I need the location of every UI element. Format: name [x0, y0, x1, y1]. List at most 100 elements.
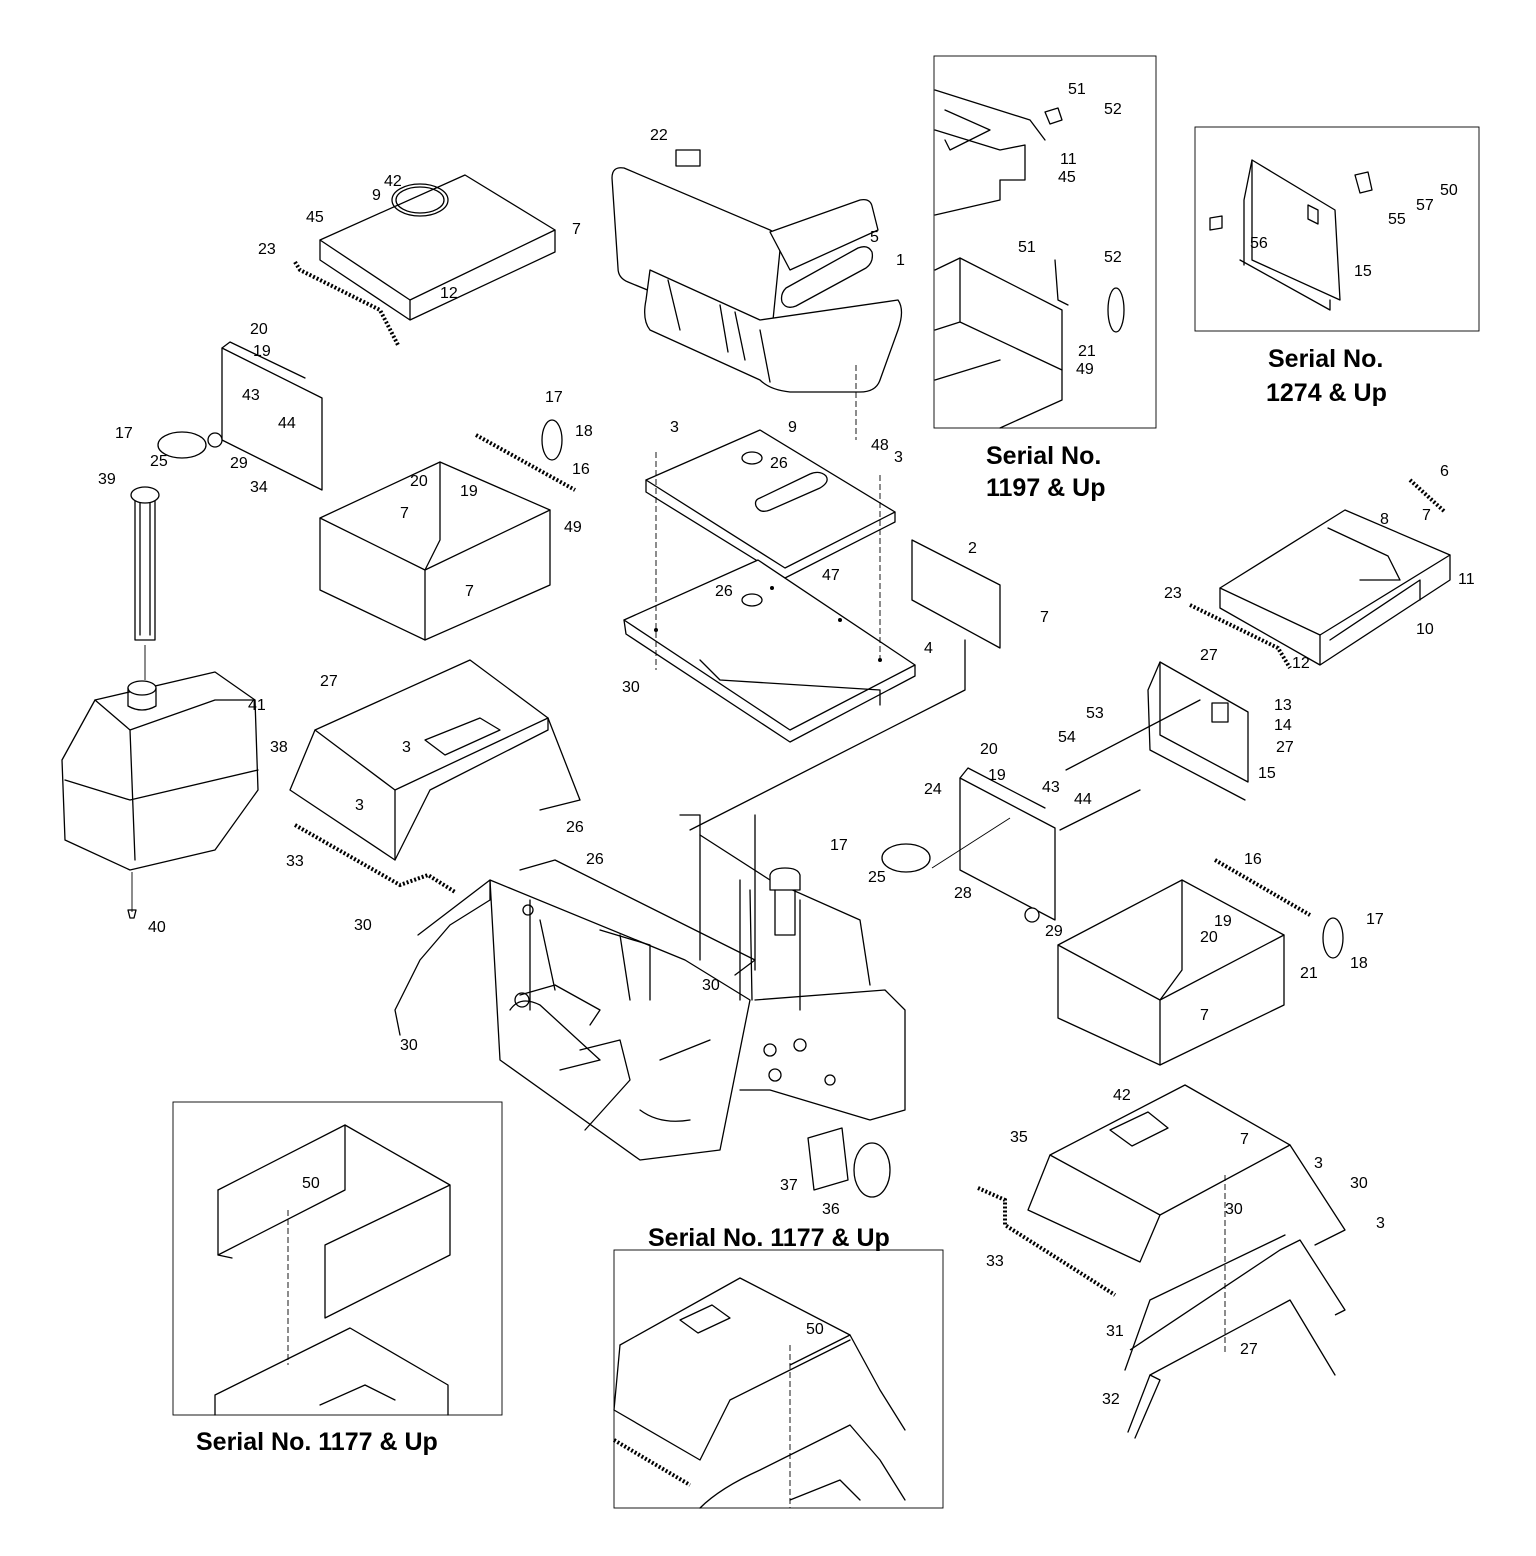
callout-26: 26 — [770, 455, 788, 472]
callout-8: 8 — [1380, 511, 1389, 528]
callout-50: 50 — [806, 1321, 824, 1338]
callout-30: 30 — [400, 1037, 418, 1054]
callout-3: 3 — [1314, 1155, 1323, 1172]
callout-45: 45 — [1058, 169, 1076, 186]
callout-19: 19 — [253, 343, 271, 360]
callout-27: 27 — [1276, 739, 1294, 756]
callout-5: 5 — [870, 229, 879, 246]
callout-11: 11 — [1060, 151, 1077, 168]
callout-42: 42 — [384, 173, 402, 190]
callout-7: 7 — [1240, 1131, 1249, 1148]
callout-15: 15 — [1258, 765, 1276, 782]
callout-55: 55 — [1388, 211, 1406, 228]
callout-7: 7 — [1422, 507, 1431, 524]
callout-31: 31 — [1106, 1323, 1124, 1340]
callout-11: 11 — [1458, 571, 1475, 588]
callout-17: 17 — [1366, 911, 1384, 928]
caption-1197-line1: Serial No. — [986, 442, 1101, 470]
callout-47: 47 — [822, 567, 840, 584]
callout-17: 17 — [545, 389, 563, 406]
callout-18: 18 — [575, 423, 593, 440]
right-side-panel — [881, 767, 1056, 923]
callout-41: 41 — [248, 697, 266, 714]
callout-9: 9 — [372, 187, 381, 204]
callout-52: 52 — [1104, 249, 1122, 266]
callout-34: 34 — [250, 479, 268, 496]
inset-1197-content — [934, 89, 1125, 429]
callout-30: 30 — [702, 977, 720, 994]
callout-7: 7 — [400, 505, 409, 522]
callout-23: 23 — [258, 241, 276, 258]
caption-1274-line1: Serial No. — [1268, 345, 1383, 373]
caption-inset-left-1177: Serial No. 1177 & Up — [196, 1428, 438, 1456]
right-top-cover — [1189, 478, 1451, 670]
callout-12: 12 — [1292, 655, 1310, 672]
callout-28: 28 — [954, 885, 972, 902]
callout-3: 3 — [1376, 1215, 1385, 1232]
callout-15: 15 — [1354, 263, 1372, 280]
callout-10: 10 — [1416, 621, 1434, 638]
callout-3: 3 — [402, 739, 411, 756]
callout-29: 29 — [230, 455, 248, 472]
callout-7: 7 — [1200, 1007, 1209, 1024]
callout-37: 37 — [780, 1177, 798, 1194]
callout-42: 42 — [1113, 1087, 1131, 1104]
callout-19: 19 — [988, 767, 1006, 784]
callout-25: 25 — [150, 453, 168, 470]
callout-19: 19 — [1214, 913, 1232, 930]
callout-54: 54 — [1058, 729, 1076, 746]
main-frame — [394, 814, 906, 1161]
callout-38: 38 — [270, 739, 288, 756]
left-side-panel — [157, 341, 323, 491]
callout-23: 23 — [1164, 585, 1182, 602]
callout-26: 26 — [586, 851, 604, 868]
callout-53: 53 — [1086, 705, 1104, 722]
callout-22: 22 — [650, 127, 668, 144]
callout-49: 49 — [564, 519, 582, 536]
callout-4: 4 — [924, 640, 933, 657]
callout-9: 9 — [788, 419, 797, 436]
callout-13: 13 — [1274, 697, 1292, 714]
callout-49: 49 — [1076, 361, 1094, 378]
inset-frame-1197 — [933, 55, 1157, 429]
left-top-cover — [293, 174, 556, 346]
callout-35: 35 — [1010, 1129, 1028, 1146]
callout-26: 26 — [566, 819, 584, 836]
inset-frame-left-1177 — [172, 1101, 503, 1416]
callout-2: 2 — [968, 540, 977, 557]
callout-17: 17 — [830, 837, 848, 854]
inset-left-1177-content — [214, 1124, 451, 1416]
callout-14: 14 — [1274, 717, 1292, 734]
callout-33: 33 — [286, 853, 304, 870]
captions: Serial No. 1197 & Up Serial No. 1274 & U… — [196, 345, 1387, 1456]
callout-30: 30 — [1225, 1201, 1243, 1218]
callout-20: 20 — [1200, 929, 1218, 946]
callout-20: 20 — [250, 321, 268, 338]
left-fender — [289, 659, 581, 894]
callout-51: 51 — [1068, 81, 1086, 98]
callout-36: 36 — [822, 1201, 840, 1218]
gaskets — [807, 1127, 891, 1198]
callout-50: 50 — [1440, 182, 1458, 199]
callout-19: 19 — [460, 483, 478, 500]
inset-frames — [172, 55, 1480, 1509]
callout-3: 3 — [894, 449, 903, 466]
callout-30: 30 — [622, 679, 640, 696]
left-toolbox — [319, 419, 576, 641]
callout-44: 44 — [278, 415, 296, 432]
callout-7: 7 — [465, 583, 474, 600]
callout-7: 7 — [1040, 609, 1049, 626]
callout-30: 30 — [1350, 1175, 1368, 1192]
callout-30: 30 — [354, 917, 372, 934]
fuel-tank-assembly — [61, 486, 259, 919]
caption-frame-1177: Serial No. 1177 & Up — [648, 1224, 890, 1252]
callout-1: 1 — [896, 252, 905, 269]
right-rear-panel — [1059, 661, 1249, 831]
callout-21: 21 — [1078, 343, 1096, 360]
callout-51: 51 — [1018, 239, 1036, 256]
callout-3: 3 — [355, 797, 364, 814]
callout-44: 44 — [1074, 791, 1092, 808]
caption-1274-line2: 1274 & Up — [1266, 379, 1387, 407]
callout-6: 6 — [1440, 463, 1449, 480]
